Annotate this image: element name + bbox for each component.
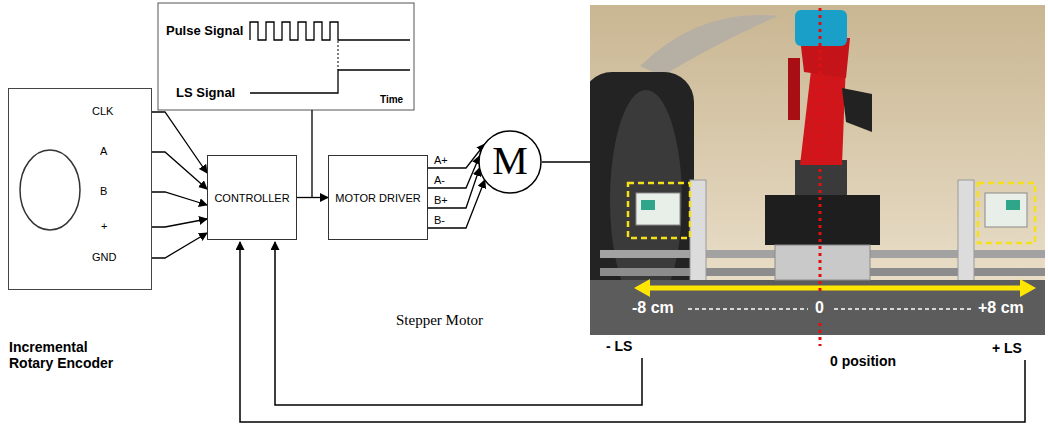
pin-label: +	[101, 220, 107, 233]
limit-switch-marker	[978, 183, 1035, 243]
carriage-block	[765, 195, 880, 245]
timing-guide	[338, 41, 339, 70]
wire-label: B+	[434, 194, 448, 207]
rail-base	[590, 280, 1045, 335]
pin-label: A	[100, 145, 107, 158]
fan-blade	[640, 15, 778, 76]
signal-wire	[152, 219, 207, 227]
limit-switch	[985, 193, 1027, 227]
signal-name: Pulse Signal	[166, 24, 243, 39]
signal-wire	[428, 168, 480, 208]
dimension-label: +8 cm	[978, 299, 1024, 317]
box-label: CONTROLLER	[214, 192, 289, 204]
gripper	[842, 88, 872, 132]
signal-wire	[152, 152, 207, 189]
end-bracket	[958, 180, 974, 285]
encoder-box: Incremental Rotary Encoder	[8, 88, 152, 290]
wire-label: B-	[434, 214, 445, 227]
driver-box: MOTOR DRIVER	[328, 155, 428, 240]
signal-wire	[297, 197, 328, 198]
switch-label: - LS	[606, 338, 632, 354]
pin-label: GND	[92, 251, 116, 264]
signal-wire	[152, 112, 207, 173]
robot-rail-photo	[590, 5, 1045, 335]
scale-dash	[688, 308, 808, 310]
arm-bracket	[788, 58, 800, 120]
minus-ls-wire	[275, 242, 642, 405]
dimension-label: -8 cm	[632, 299, 674, 317]
motor-shaft-wire	[542, 161, 592, 162]
signal-wire	[152, 192, 207, 205]
ls-waveform	[250, 70, 410, 93]
photo-wall	[590, 5, 1045, 335]
box-label: MOTOR DRIVER	[335, 192, 420, 204]
travel-arrow-head	[634, 279, 650, 297]
scale-dash	[834, 308, 972, 310]
limit-switch-lever	[1006, 200, 1020, 210]
signal-name: LS Signal	[176, 86, 235, 101]
pulse-waveform	[250, 22, 410, 40]
motor-housing-shade	[610, 90, 682, 310]
end-bracket	[690, 180, 706, 285]
signal-wire	[428, 180, 485, 228]
part-label: Incremental Rotary Encoder	[9, 339, 131, 371]
motor-symbol: M	[478, 130, 542, 194]
position-label: 0 position	[830, 353, 896, 369]
travel-arrow	[648, 286, 1022, 291]
signal-wire	[152, 233, 207, 258]
encoder-disc	[20, 150, 80, 230]
wire-label: A+	[434, 154, 448, 167]
switch-label: + LS	[992, 340, 1022, 356]
signal-tap-wire	[311, 110, 312, 198]
wire-label: A-	[434, 174, 445, 187]
zero-position-line	[819, 323, 822, 346]
controller-box: CONTROLLER	[207, 155, 297, 240]
zero-position-line	[819, 8, 822, 292]
dimension-label: 0	[815, 299, 824, 317]
slide-block	[775, 245, 870, 280]
arm-link	[800, 62, 846, 165]
limit-switch	[636, 193, 680, 225]
pin-label: CLK	[92, 105, 113, 118]
part-label: Stepper Motor	[396, 312, 483, 329]
axis-label: Time	[380, 94, 403, 106]
pin-label: B	[100, 185, 107, 198]
motor-letter: M	[478, 138, 542, 184]
limit-switch-marker	[628, 183, 690, 238]
limit-switch-lever	[641, 200, 655, 210]
motor-outline	[479, 131, 541, 193]
travel-arrow-head	[1020, 279, 1036, 297]
signal-plot-frame	[158, 3, 414, 110]
